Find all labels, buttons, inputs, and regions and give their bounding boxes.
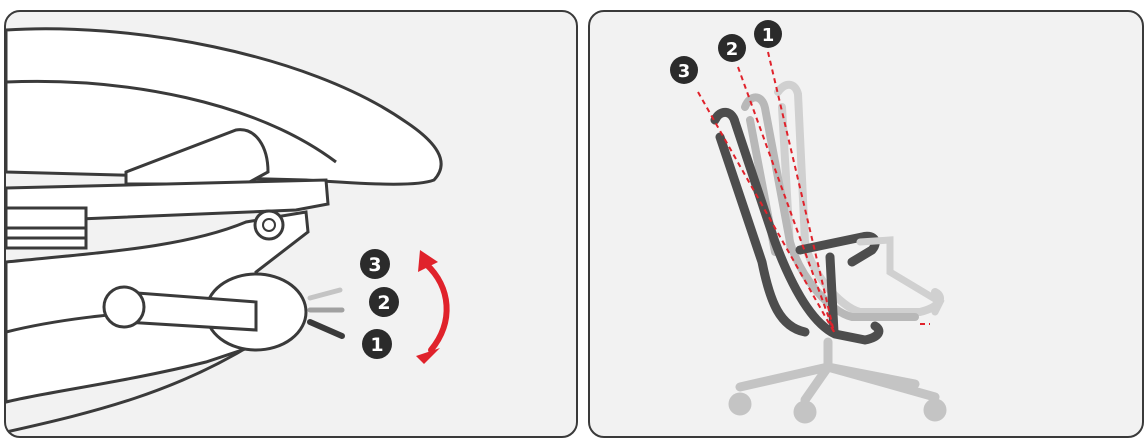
position-badge-1: 1 (362, 329, 392, 359)
lever-handle (102, 285, 146, 329)
position-badge-2-label: 2 (377, 292, 390, 314)
recline-badge-3: 3 (670, 56, 698, 84)
recline-badge-3-label: 3 (678, 61, 691, 82)
recline-badge-1: 1 (754, 20, 782, 48)
mechanism-bottom-curve (6, 340, 257, 434)
lever-closeup-panel: 3 2 1 (4, 10, 578, 438)
chair-recline-illustration: 1 2 3 (670, 20, 947, 424)
seat-ghost (856, 236, 945, 316)
recline-axis-lines (697, 51, 930, 333)
lever-position-3-ghost (307, 287, 343, 301)
double-headed-curved-arrow-icon (416, 250, 450, 364)
position-badge-1-label: 1 (370, 334, 383, 356)
position-badge-3-label: 3 (368, 254, 381, 276)
recline-badge-1-label: 1 (762, 25, 775, 46)
chair-base (728, 337, 947, 424)
position-badge-2: 2 (369, 287, 399, 317)
lever-position-1-active (307, 319, 345, 339)
position-badge-3: 3 (360, 249, 390, 279)
lever-closeup-illustration: 3 2 1 (6, 27, 450, 434)
recline-positions-panel: 1 2 3 (588, 10, 1144, 438)
recline-badge-2: 2 (718, 34, 746, 62)
seat-cushion-inner-line (6, 79, 337, 164)
pivot-knob-center (262, 218, 276, 232)
seat-pan-slot (6, 226, 88, 240)
recline-badge-2-label: 2 (726, 39, 739, 60)
